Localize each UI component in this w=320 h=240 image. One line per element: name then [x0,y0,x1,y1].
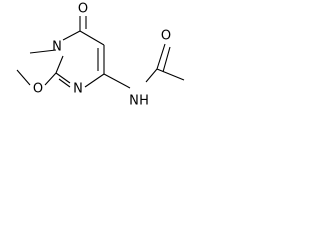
atom-o-methoxy: O [33,82,43,97]
bond-n1-c2 [55,55,64,74]
bond-n1-methyl [29,49,57,54]
bond-c4-nh [103,73,131,89]
bond-n3-c4 [84,73,105,88]
bond-c6-n1 [62,30,81,41]
bond-cacyl-methyl [156,68,185,81]
atom-n1: N [52,40,62,55]
bond-c6-c5 [79,30,105,46]
bond-ometh-methyl [16,69,31,86]
bond-c2-n3-double [58,78,71,88]
bond-cacyl-o-double [162,46,171,73]
bond-c2-n3 [55,72,71,84]
bond-cacyl-o [156,43,166,70]
atom-nh-h: H [139,94,149,109]
atom-nh-n: N [129,94,139,109]
atom-o-carbonyl-ring: O [78,2,88,17]
atom-n3: N [73,82,83,97]
bond-c2-ometh [44,72,57,86]
atom-o-acetyl: O [161,29,171,44]
bond-nh-cacyl [145,68,158,83]
chemical-structure-diagram: O N N O N H O [16,2,185,109]
